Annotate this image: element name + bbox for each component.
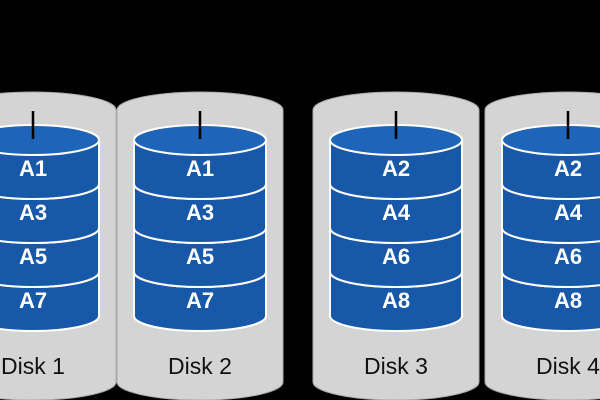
block-label: A2 <box>382 156 410 181</box>
block-top <box>0 124 100 156</box>
block-body <box>329 183 463 244</box>
disk-label: Disk 4 <box>536 353 600 379</box>
disk-label: Disk 3 <box>364 353 428 379</box>
block-label: A8 <box>554 288 582 313</box>
block-body <box>329 227 463 288</box>
block-label: A7 <box>186 288 214 313</box>
block-label: A8 <box>382 288 410 313</box>
block-label: A5 <box>19 244 47 269</box>
disk-label: Disk 1 <box>1 353 65 379</box>
block-label: A6 <box>554 244 582 269</box>
block-body <box>329 271 463 332</box>
disk-label: Disk 2 <box>168 353 232 379</box>
block-label: A1 <box>186 156 214 181</box>
data-block: A1 <box>0 124 100 200</box>
block-label: A7 <box>19 288 47 313</box>
block-body <box>133 271 267 332</box>
block-label: A6 <box>382 244 410 269</box>
block-label: A1 <box>19 156 47 181</box>
block-body <box>329 139 463 200</box>
block-body <box>133 227 267 288</box>
block-body <box>133 183 267 244</box>
block-body <box>133 139 267 200</box>
data-block: A1 <box>133 124 267 200</box>
block-label: A4 <box>382 200 411 225</box>
block-label: A2 <box>554 156 582 181</box>
block-label: A5 <box>186 244 214 269</box>
data-block: A2 <box>501 124 600 200</box>
block-label: A3 <box>19 200 47 225</box>
block-label: A3 <box>186 200 214 225</box>
block-label: A4 <box>554 200 583 225</box>
